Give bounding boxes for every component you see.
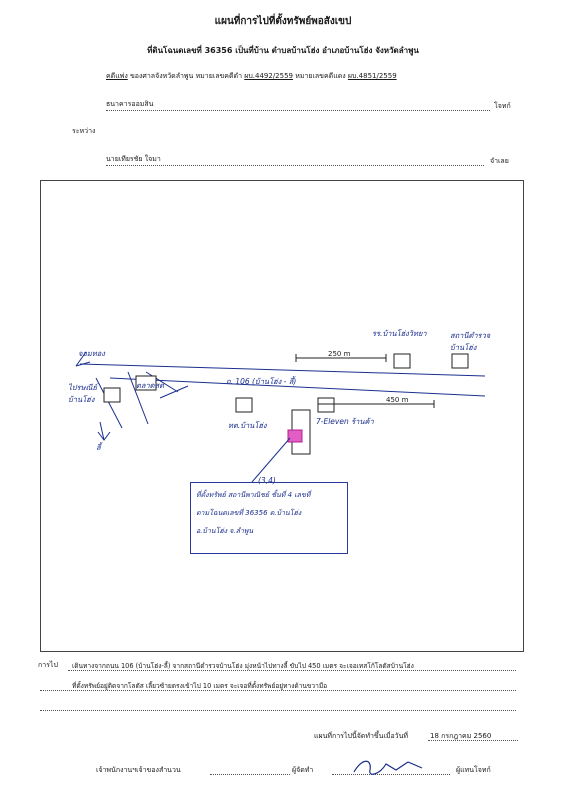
date-label: แผนที่การไปนี้จัดทำขึ้นเมื่อวันที่ — [314, 732, 408, 740]
route-line-1: เดินทางจากถนน 106 (บ้านโฮ่ง-ลี้) จากสถาน… — [72, 662, 414, 670]
building-post-office — [103, 387, 121, 403]
defendant-role: จำเลย — [490, 157, 509, 165]
building-district — [235, 397, 253, 413]
page-title: แผนที่การไปที่ตั้งทรัพย์พอสังเขป — [214, 16, 352, 27]
officer-label: เจ้าพนักงานฯเจ้าของสำนวน — [96, 766, 181, 774]
label-post-office: ไปรษณีย์ บ้านโฮ่ง — [68, 383, 97, 404]
road-106-bottom — [109, 377, 486, 397]
case-label: คดีแพ่ง — [106, 72, 128, 80]
road-branch-diag — [145, 371, 179, 393]
dist-250-label: 250 m — [328, 350, 351, 358]
defendant-name: นายเทียรชัย ใจมา — [106, 155, 161, 163]
red-no: ผบ.4851/2559 — [347, 72, 397, 80]
page-subtitle: ที่ดินโฉนดเลขที่ 36356 เป็นที่บ้าน ตำบลบ… — [147, 46, 419, 55]
route-line-2: ที่ตั้งทรัพย์อยู่ติดจากโลตัส เลี้ยวซ้ายต… — [72, 682, 328, 690]
black-no-label: หมายเลขคดีดำ — [195, 72, 242, 80]
label-road: ถ. 106 (บ้านโฮ่ง - ลี้) — [226, 377, 297, 386]
legend-number: (3,4) — [258, 476, 276, 485]
arrow-li — [97, 421, 111, 441]
route-label: การไป — [38, 661, 58, 669]
label-police: สถานีตำรวจ บ้านโฮ่ง — [450, 331, 491, 352]
legend-line3: อ.บ้านโฮ่ง จ.ลำพูน — [196, 527, 254, 535]
legend-line1: ที่ตั้งทรัพย์ สถานีพาณิชย์ ชั้นที่ 4 เลข… — [196, 491, 311, 499]
pointer-line — [251, 437, 291, 483]
property-marker — [287, 429, 303, 443]
road-branch-left-2 — [127, 371, 149, 425]
black-no: ผบ.4492/2559 — [244, 72, 293, 80]
label-district: ทต.บ้านโฮ่ง — [228, 421, 267, 430]
maker-label: ผู้จัดทำ — [292, 766, 314, 774]
rep-label: ผู้แทนโจทก์ — [456, 766, 491, 774]
plaintiff-name: ธนาคารออมสิน — [106, 100, 154, 108]
road-branch-left-1 — [95, 377, 123, 429]
legend-line2: ตามโฉนดเลขที่ 36356 ต.บ้านโฮ่ง — [196, 509, 302, 517]
between-label: ระหว่าง — [72, 127, 96, 135]
label-north: จอมทอง — [78, 349, 105, 358]
label-li: ลี้ — [96, 443, 101, 452]
dist-bar-450 — [317, 400, 435, 408]
dist-450-label: 450 m — [386, 396, 409, 404]
court-name: ของศาลจังหวัดลำพูน — [130, 72, 194, 80]
label-7eleven: 7-Eleven ร้านค้า — [316, 417, 374, 426]
signature-mark — [353, 760, 423, 775]
date-value: 18 กรกฎาคม 2560 — [430, 732, 492, 740]
map-frame — [40, 180, 524, 652]
case-row: คดีแพ่ง ของศาลจังหวัดลำพูน หมายเลขคดีดำ … — [106, 71, 397, 82]
dist-bar-250 — [295, 354, 387, 362]
red-no-label: หมายเลขคดีแดง — [295, 72, 346, 80]
building-market — [135, 375, 157, 391]
property-legend — [190, 482, 348, 554]
road-branch-diag-2 — [159, 385, 189, 399]
label-school: รร.บ้านโฮ่งวิทยา — [372, 329, 427, 338]
road-106-top — [79, 363, 486, 377]
arrow-north — [75, 351, 91, 367]
plaintiff-role: โจทก์ — [494, 102, 511, 110]
building-police — [451, 353, 469, 369]
label-market: ตลาดสด — [136, 381, 164, 390]
building-school — [393, 353, 411, 369]
building-7eleven — [317, 397, 335, 413]
